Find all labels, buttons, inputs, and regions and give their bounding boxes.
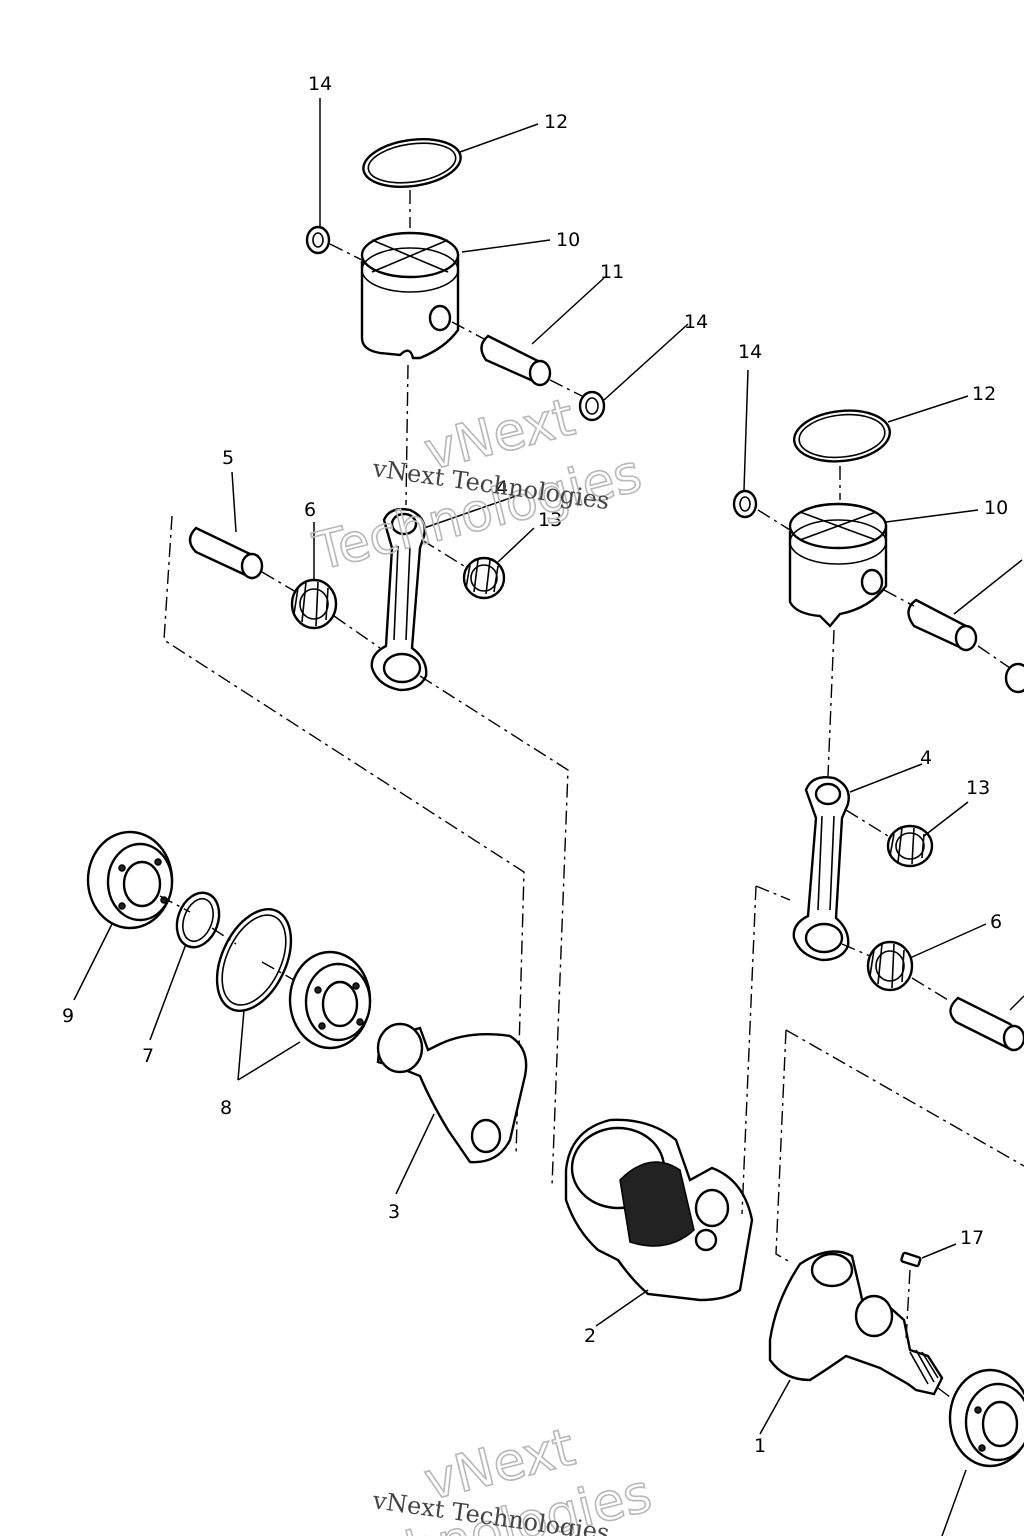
big-end-bearing-right (866, 940, 914, 992)
crank-pin-right (949, 996, 1024, 1052)
connecting-rod-right (792, 776, 850, 962)
callout-1: 1 (754, 1435, 766, 1457)
callout-12-left: 12 (544, 111, 568, 133)
callout-6-left: 6 (304, 499, 316, 521)
callout-14-right: 14 (738, 341, 762, 363)
callout-13-left: 13 (538, 509, 562, 531)
crankshaft-half-1 (768, 1250, 944, 1396)
callout-13-right: 13 (966, 777, 990, 799)
circlip-left-1 (305, 225, 331, 255)
circlip-right-2 (1004, 662, 1024, 694)
needle-bearing-right (886, 824, 934, 868)
callout-4-left: 4 (496, 477, 508, 499)
connecting-rod-left (370, 507, 428, 692)
ring-8 (215, 908, 293, 1012)
circlip-right-1 (732, 489, 758, 519)
crankshaft-center-2 (564, 1118, 754, 1302)
watermark-bottom: vNext Technologies vNext Technologies (317, 1417, 658, 1536)
callout-8: 8 (220, 1097, 232, 1119)
callout-10-left: 10 (556, 229, 580, 251)
callout-14-top: 14 (308, 73, 332, 95)
needle-bearing-left (462, 556, 506, 600)
callout-4-right: 4 (920, 747, 932, 769)
callout-14-mid: 14 (684, 311, 708, 333)
bearing-8 (288, 950, 372, 1050)
piston-ring-right (792, 409, 892, 463)
piston-ring-left (362, 138, 462, 188)
callout-3: 3 (388, 1201, 400, 1223)
callout-7: 7 (142, 1045, 154, 1067)
crankshaft-half-3 (376, 1022, 528, 1164)
piston-pin-left (480, 334, 552, 387)
callout-6-right: 6 (990, 911, 1002, 933)
callout-9: 9 (62, 1005, 74, 1027)
callout-10-right: 10 (984, 497, 1008, 519)
piston-right (788, 502, 888, 628)
piston-left (360, 231, 460, 360)
callout-5: 5 (222, 447, 234, 469)
bearing-9 (86, 830, 174, 930)
callout-12-right: 12 (972, 383, 996, 405)
crank-pin-left (188, 526, 264, 580)
bearing-right (948, 1368, 1024, 1468)
piston-pin-right (907, 598, 978, 652)
callout-17: 17 (960, 1227, 984, 1249)
big-end-bearing-left (290, 578, 338, 630)
circlip-left-2 (578, 390, 606, 422)
callout-labels: 14 12 10 11 14 5 6 4 13 14 12 10 4 13 6 … (62, 73, 1008, 1457)
leader-lines (73, 98, 1024, 1536)
callout-2: 2 (584, 1325, 596, 1347)
key-17 (900, 1251, 922, 1268)
callout-11-left: 11 (600, 261, 624, 283)
circlip-7 (175, 891, 221, 949)
